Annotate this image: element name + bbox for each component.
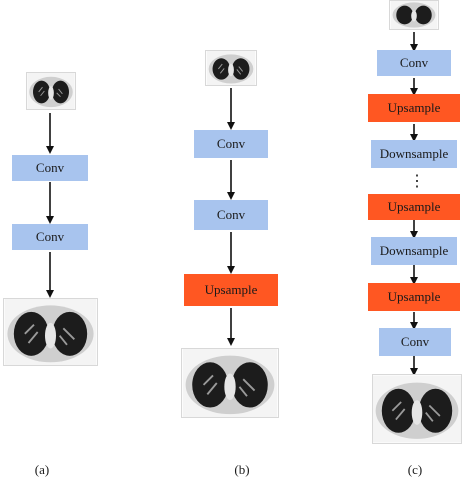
conv-block-a2: Conv xyxy=(12,224,88,250)
lung-ct-graphic xyxy=(182,349,278,417)
caption-b: (b) xyxy=(234,462,250,477)
caption-a: (a) xyxy=(34,462,50,477)
lung-ct-graphic xyxy=(27,73,75,109)
downsample-block-c1: Downsample xyxy=(371,140,457,168)
upsample-block-c1: Upsample xyxy=(368,94,460,122)
upsample-block-c2: Upsample xyxy=(368,194,460,220)
lung-ct-graphic xyxy=(373,375,461,443)
lung-ct-graphic xyxy=(390,1,438,29)
lung-ct-scan-icon xyxy=(205,50,257,86)
upsample-block-c3: Upsample xyxy=(368,283,460,311)
lung-ct-scan-icon xyxy=(372,374,462,444)
downsample-block-c2: Downsample xyxy=(371,237,457,265)
ellipsis-indicator: ⋮ xyxy=(409,173,425,190)
conv-block-b2: Conv xyxy=(194,200,268,230)
caption-c: (c) xyxy=(407,462,423,477)
conv-block-b1: Conv xyxy=(194,130,268,158)
lung-ct-scan-icon xyxy=(3,298,98,366)
lung-ct-scan-icon xyxy=(389,0,439,30)
conv-block-a1: Conv xyxy=(12,155,88,181)
lung-ct-graphic xyxy=(206,51,256,85)
upsample-block-b1: Upsample xyxy=(184,274,278,306)
lung-ct-scan-icon xyxy=(26,72,76,110)
conv-block-c2: Conv xyxy=(379,328,451,356)
lung-ct-graphic xyxy=(4,299,97,365)
conv-block-c1: Conv xyxy=(377,50,451,76)
lung-ct-scan-icon xyxy=(181,348,279,418)
